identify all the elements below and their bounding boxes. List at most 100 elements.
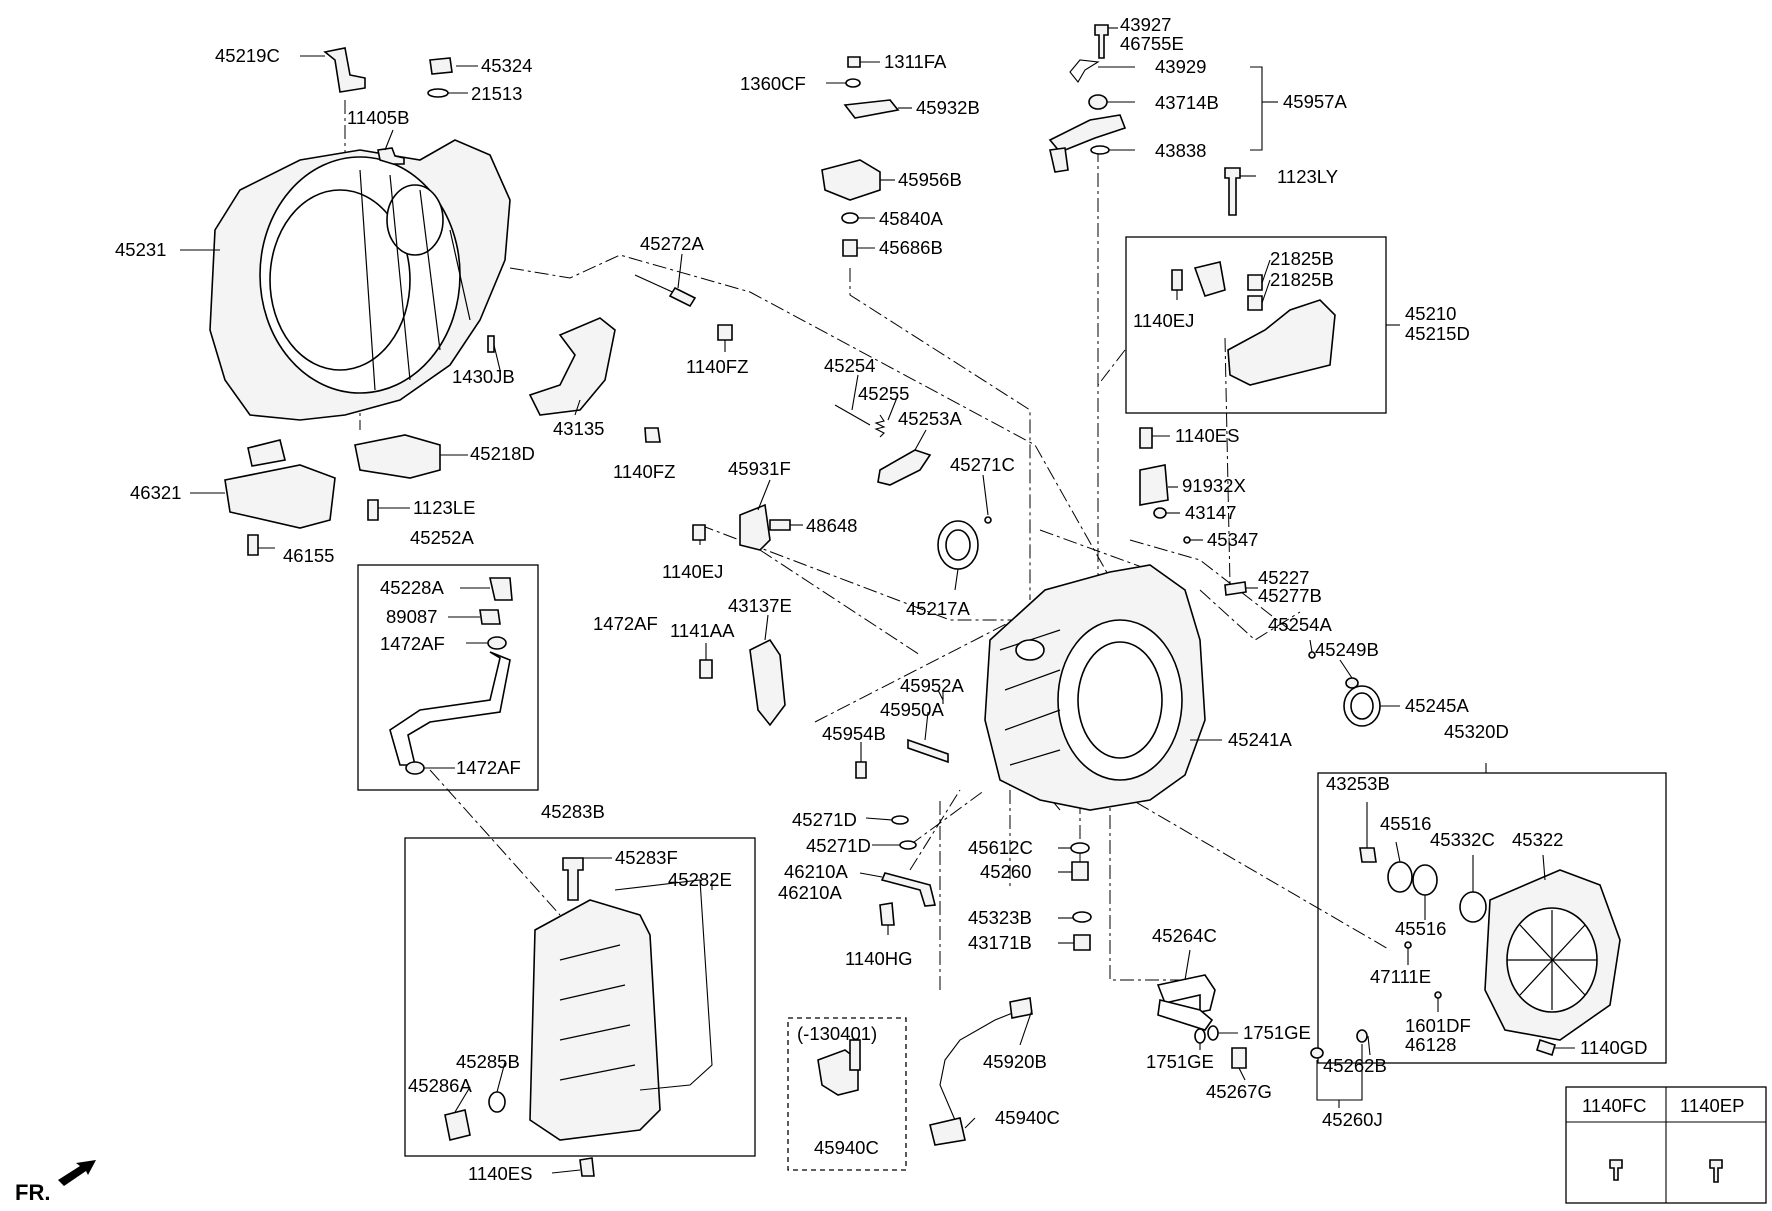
- label-45940C-b: 45940C: [995, 1107, 1060, 1128]
- plug-45267G: [1231, 1047, 1247, 1069]
- bolt-1123LE: [367, 499, 379, 521]
- bracket-91932X: [1139, 464, 1169, 506]
- bracket-45219C: [323, 47, 366, 93]
- bolt-1140FZ-a: [717, 324, 733, 341]
- label-1140FC: 1140FC: [1582, 1095, 1646, 1116]
- pin-1430JB: [487, 335, 495, 353]
- label-45686B: 45686B: [879, 237, 943, 258]
- label-45940C-a: 45940C: [814, 1137, 879, 1158]
- callout-labels: 45219C 45324 21513 11405B 45231 45272A 1…: [15, 14, 1744, 1205]
- seal-45332C: [1459, 891, 1487, 923]
- washer-21513: [427, 88, 449, 98]
- plug-45262B: [1356, 1029, 1368, 1043]
- label-43171B: 43171B: [968, 932, 1032, 953]
- label-1140ES-a: 1140ES: [468, 1163, 532, 1184]
- label-45950A: 45950A: [880, 699, 944, 720]
- bolt-1140FZ-b: [644, 427, 661, 443]
- washer-45323B: [1072, 911, 1092, 923]
- bolt-1140EP-icon: [1709, 1159, 1723, 1183]
- label-46155: 46155: [283, 545, 334, 566]
- label-45228A: 45228A: [380, 577, 444, 598]
- label-1140EJ-b: 1140EJ: [1133, 310, 1194, 331]
- seal-45840A: [841, 212, 859, 224]
- label-1311FA: 1311FA: [884, 51, 947, 72]
- label-1140FZ-b: 1140FZ: [613, 461, 675, 482]
- label-1751GE-a: 1751GE: [1243, 1022, 1311, 1043]
- label-46755E: 46755E: [1120, 33, 1184, 54]
- label-45227: 45227: [1258, 567, 1309, 588]
- label-1140GD: 1140GD: [1580, 1037, 1648, 1058]
- bolt-1140EJ-a: [692, 524, 706, 541]
- bolt-43927: [1094, 24, 1109, 59]
- label-130401: (-130401): [797, 1023, 877, 1044]
- clip-43929: [1069, 59, 1100, 83]
- legend-table: [1565, 1086, 1767, 1204]
- plug-45283F: [562, 857, 584, 901]
- label-46210A-b: 46210A: [778, 882, 842, 903]
- label-46321: 46321: [130, 482, 181, 503]
- label-1140FZ-a: 1140FZ: [686, 356, 748, 377]
- label-47111E: 47111E: [1370, 966, 1431, 987]
- label-45271D-a: 45271D: [792, 809, 857, 830]
- case-45241A: [984, 564, 1206, 811]
- label-45322: 45322: [1512, 829, 1563, 850]
- label-45241A: 45241A: [1228, 729, 1292, 750]
- pan-45283B: [529, 899, 661, 1141]
- pan-ribs: [559, 944, 636, 1081]
- clamp-45286A: [444, 1109, 471, 1141]
- washer-1360CF: [845, 78, 861, 88]
- bush-21825B-a: [1247, 274, 1263, 291]
- oring-1751GE-b: [1194, 1028, 1206, 1044]
- sensor-45940C-a-probe: [849, 1039, 861, 1071]
- label-45245A: 45245A: [1405, 695, 1469, 716]
- bracket-45931F: [739, 503, 771, 551]
- harness-45920B: [939, 1009, 1021, 1121]
- sensor-45940C-b: [929, 1117, 966, 1146]
- label-45255: 45255: [858, 383, 909, 404]
- label-1123LE: 1123LE: [413, 497, 475, 518]
- label-45252A: 45252A: [410, 527, 474, 548]
- plug-45324: [429, 57, 453, 75]
- harness-45920B-connector: [1009, 997, 1033, 1019]
- label-45277B: 45277B: [1258, 585, 1322, 606]
- lever-45932B: [843, 99, 900, 119]
- guide-43137E: [749, 638, 786, 727]
- sensor-45228A: [488, 577, 513, 601]
- label-45260J: 45260J: [1322, 1109, 1383, 1130]
- shaft-45254: [834, 404, 871, 426]
- label-1430JB: 1430JB: [452, 366, 515, 387]
- plug-45260J: [1310, 1047, 1324, 1059]
- oring-1751GE-a: [1207, 1025, 1219, 1041]
- label-11405B: 11405B: [347, 107, 409, 128]
- label-21825B-b: 21825B: [1270, 269, 1334, 290]
- label-43147: 43147: [1185, 502, 1236, 523]
- label-45215D: 45215D: [1405, 323, 1470, 344]
- pin-48648: [769, 519, 791, 531]
- label-21513: 21513: [471, 83, 522, 104]
- label-45264C: 45264C: [1152, 925, 1217, 946]
- label-43137E: 43137E: [728, 595, 792, 616]
- label-45219C: 45219C: [215, 45, 280, 66]
- nut-1311FA: [847, 56, 861, 68]
- clip-1472AF-a: [487, 636, 507, 650]
- label-43838: 43838: [1155, 140, 1206, 161]
- cover-45322-ribs: [1507, 910, 1597, 1010]
- label-45210: 45210: [1405, 303, 1456, 324]
- label-1140EP: 1140EP: [1680, 1095, 1744, 1116]
- plug-43171B: [1073, 934, 1091, 951]
- label-1140HG: 1140HG: [845, 948, 913, 969]
- label-45253A: 45253A: [898, 408, 962, 429]
- oring-45271D-b: [899, 840, 917, 850]
- label-45217A: 45217A: [906, 598, 970, 619]
- label-45283B: 45283B: [541, 801, 605, 822]
- seal-45217A-inner: [945, 529, 971, 561]
- label-45840A: 45840A: [879, 208, 943, 229]
- pin-47111E: [1404, 941, 1412, 949]
- pipe-45264C: [1156, 974, 1216, 1013]
- label-1601DF: 1601DF: [1405, 1015, 1471, 1036]
- oring-45271D-a: [891, 815, 909, 825]
- label-fr: FR.: [15, 1180, 50, 1205]
- label-45286A: 45286A: [408, 1075, 472, 1096]
- label-45332C: 45332C: [1430, 829, 1495, 850]
- filter-46321-neck: [247, 439, 286, 467]
